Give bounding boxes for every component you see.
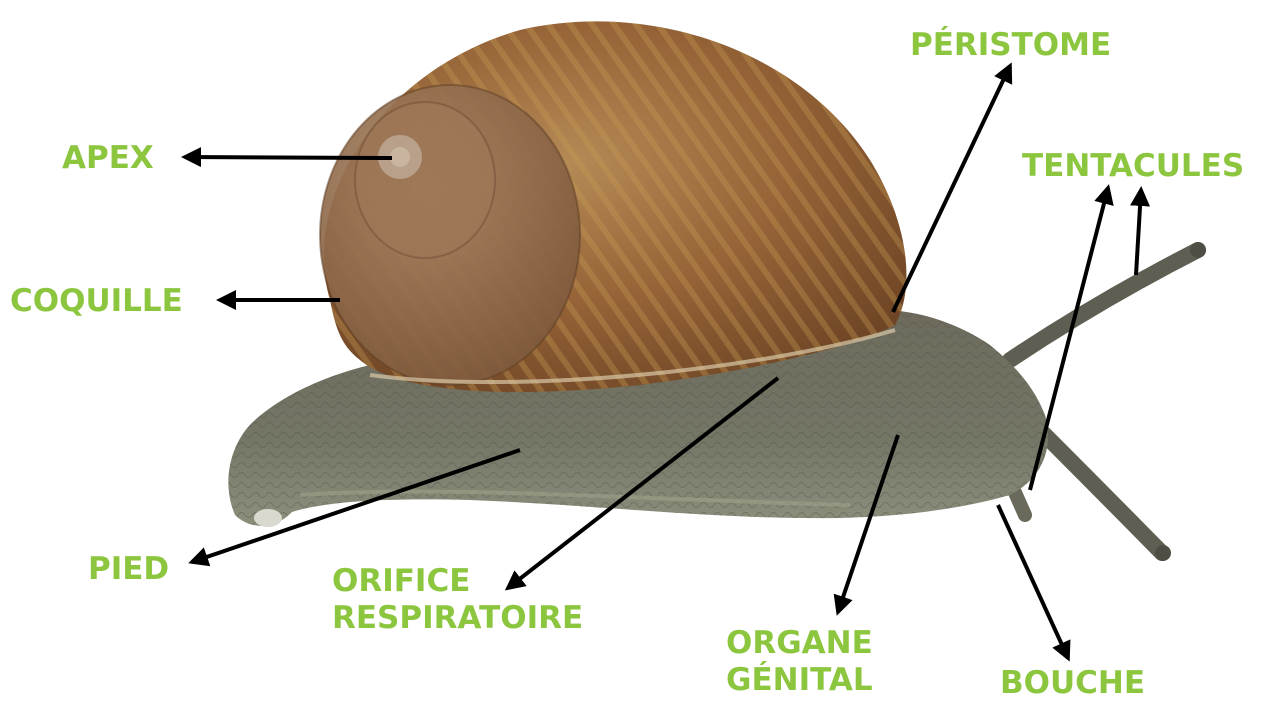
label-organe-line2: GÉNITAL <box>726 662 873 699</box>
label-peristome: PÉRISTOME <box>910 27 1111 64</box>
label-orifice-respiratoire: ORIFICE RESPIRATOIRE <box>332 563 583 637</box>
label-organe-genital: ORGANE GÉNITAL <box>726 625 873 699</box>
label-bouche: BOUCHE <box>1000 665 1145 702</box>
arrow-tentacule-upper <box>1136 190 1141 275</box>
label-organe-line1: ORGANE <box>726 625 873 662</box>
arrow-peristome <box>893 66 1010 312</box>
arrow-apex <box>185 157 392 158</box>
label-coquille: COQUILLE <box>10 283 183 320</box>
arrow-bouche <box>998 505 1068 658</box>
label-orifice-line1: ORIFICE <box>332 563 583 600</box>
label-orifice-line2: RESPIRATOIRE <box>332 600 583 637</box>
label-tentacules: TENTACULES <box>1022 148 1244 185</box>
label-apex: APEX <box>62 140 154 177</box>
label-pied: PIED <box>88 551 169 588</box>
snail-shell <box>320 21 906 392</box>
